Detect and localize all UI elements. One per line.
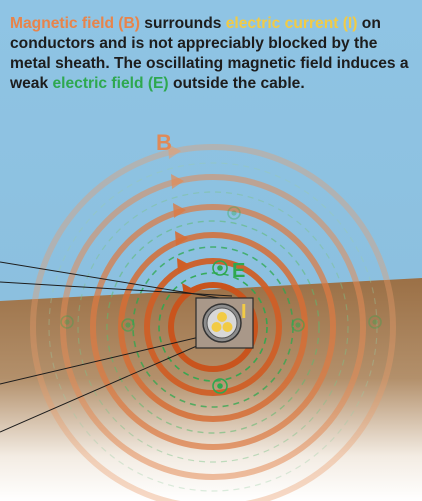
cable-cross-section [195,297,254,349]
caption-e-term: electric field (E) [52,75,169,92]
conductor-2 [211,322,222,332]
leader-line-1 [0,261,245,303]
e-marker-far-right [368,315,382,329]
b-ring-2 [144,258,282,396]
b-arrow-2 [177,258,190,273]
e-marker-far-left [60,315,74,329]
b-arrow-4 [173,203,186,218]
label-b: B [156,130,172,155]
leader-line-2 [0,281,233,297]
magnetic-field-rings [30,144,396,501]
e-marker-upper [227,206,241,220]
caption-b-term: Magnetic field (B) [10,15,140,32]
conductor-1 [217,312,227,322]
b-ring-5 [60,174,366,480]
e-ring-1 [158,272,268,382]
e-marker-left [121,318,135,332]
conductor-3 [222,322,233,332]
label-e: E [232,260,245,282]
e-marker-bottom [212,378,228,394]
b-ring-3 [118,232,308,422]
sky-background [0,0,422,301]
b-arrow-3 [175,231,188,246]
leader-line-4 [0,341,207,433]
caption-text-3: outside the cable. [168,75,305,92]
e-marker-right [291,318,305,332]
e-ring-4 [77,191,349,463]
e-field-markers [60,206,382,394]
b-ring-6 [30,144,396,501]
leader-line-3 [0,334,209,385]
caption-text-2: on conductors and is not appreciably blo… [10,15,409,92]
b-arrow-5 [171,174,184,189]
leader-lines [0,261,245,433]
e-ring-3 [106,220,320,434]
e-ring-5 [48,162,378,492]
b-ring-1 [168,282,258,372]
diagram-caption: Magnetic field (B) surrounds electric cu… [10,14,414,94]
e-marker-top [212,260,228,276]
label-i: I [241,301,247,323]
caption-text-1: surrounds [139,15,226,32]
caption-i-term: electric current (I) [225,15,358,32]
ground-background [0,278,422,501]
b-ring-4 [90,204,336,450]
b-arrow-6 [168,144,181,159]
